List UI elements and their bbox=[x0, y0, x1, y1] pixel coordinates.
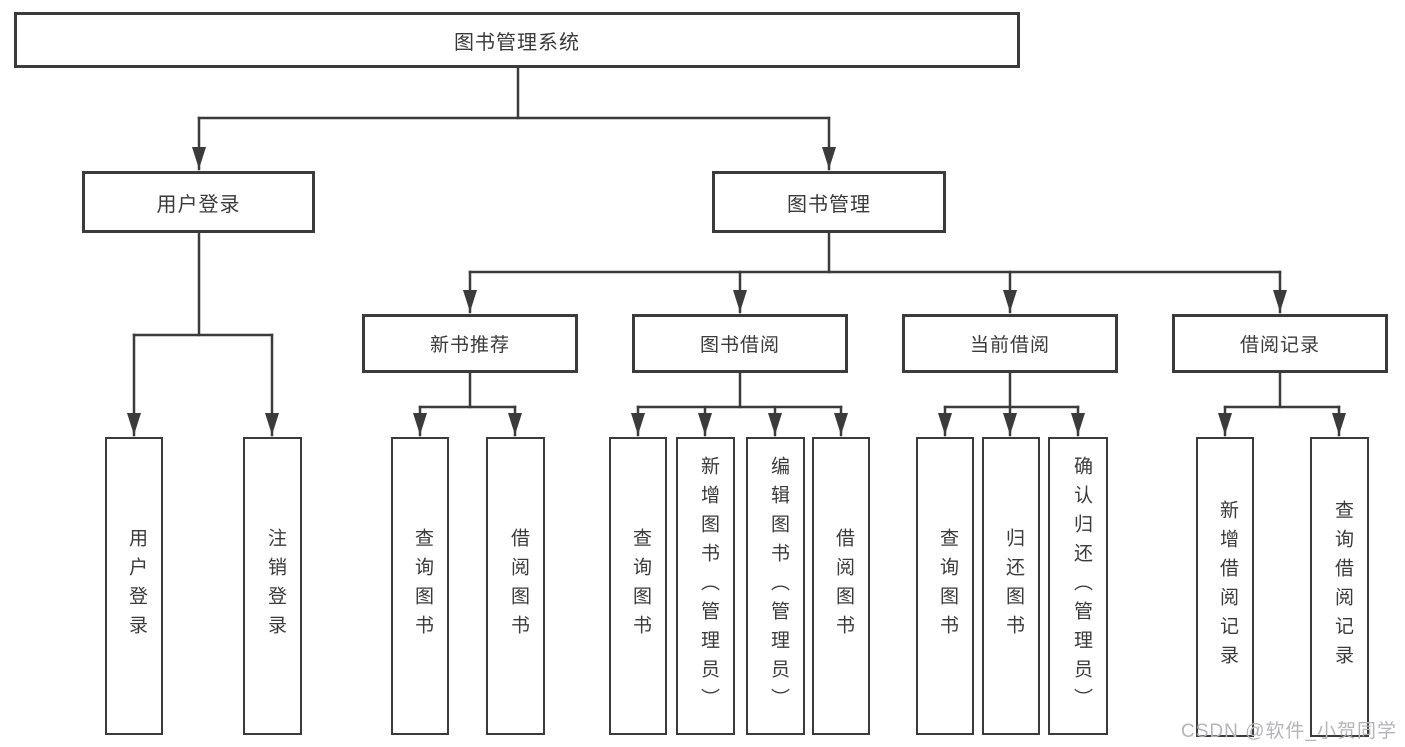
connector-book-management bbox=[463, 231, 1287, 314]
node-borrow-records: 借阅记录 bbox=[1172, 314, 1388, 373]
connector-new-book-recommend bbox=[413, 371, 522, 437]
node-user-login: 用户登录 bbox=[82, 171, 315, 233]
csdn-watermark: CSDN @软件_小贺同学 bbox=[1181, 721, 1397, 742]
node-book-management: 图书管理 bbox=[712, 171, 946, 233]
connector-borrow-records bbox=[1218, 371, 1346, 437]
node-edit-book-admin: 编辑图书（管理员） bbox=[746, 437, 805, 735]
node-current-borrow: 当前借阅 bbox=[902, 314, 1118, 373]
connector-root bbox=[192, 66, 836, 171]
node-new-book-recommend: 新书推荐 bbox=[362, 314, 578, 373]
node-query-borrow-record: 查询借阅记录 bbox=[1310, 437, 1369, 737]
node-add-book-admin: 新增图书（管理员） bbox=[676, 437, 735, 735]
node-library-management-system: 图书管理系统 bbox=[14, 12, 1020, 68]
connector-user-login bbox=[127, 231, 279, 437]
node-borrow-books-leaf: 借阅图书 bbox=[812, 437, 870, 735]
connector-book-borrow bbox=[631, 371, 848, 437]
node-query-books-recommend: 查询图书 bbox=[391, 437, 449, 735]
node-confirm-return-admin: 确认归还（管理员） bbox=[1048, 437, 1108, 735]
node-book-borrow: 图书借阅 bbox=[632, 314, 848, 373]
connector-current-borrow bbox=[938, 371, 1085, 437]
node-borrow-books-recommend: 借阅图书 bbox=[486, 437, 545, 735]
node-user-login-leaf: 用户登录 bbox=[105, 437, 163, 735]
node-return-books: 归还图书 bbox=[982, 437, 1040, 735]
node-query-books-current: 查询图书 bbox=[916, 437, 974, 735]
node-query-books-borrow: 查询图书 bbox=[609, 437, 667, 735]
node-add-borrow-record: 新增借阅记录 bbox=[1196, 437, 1254, 737]
node-logout: 注销登录 bbox=[243, 437, 302, 735]
